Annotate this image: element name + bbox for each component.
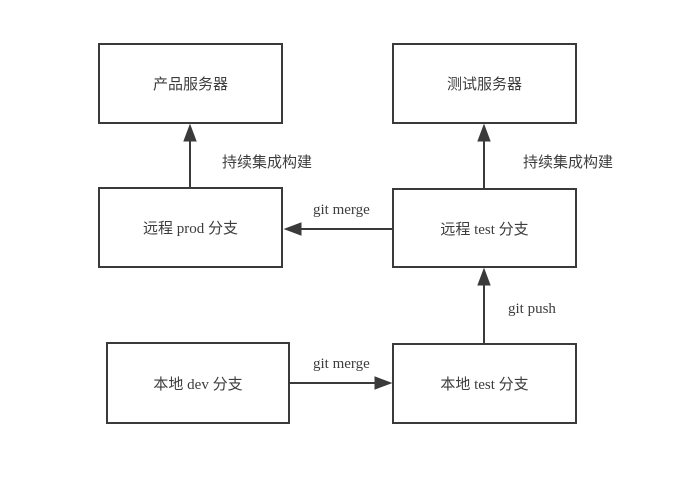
arrow-ci-build-prod <box>183 123 197 188</box>
node-remote-prod-branch: 远程 prod 分支 <box>98 187 283 268</box>
node-label: 本地 test 分支 <box>440 377 529 393</box>
arrowhead-left-icon <box>283 222 302 236</box>
edge-label-ci-build-test: 持续集成构建 <box>523 155 614 172</box>
node-test-server: 测试服务器 <box>392 43 577 124</box>
edge-label-git-merge-local: git merge <box>313 356 370 373</box>
arrowhead-right-icon <box>374 376 393 390</box>
edge-label-git-push: git push <box>508 301 556 318</box>
arrow-git-merge-local <box>290 376 393 390</box>
node-label: 本地 dev 分支 <box>153 376 243 393</box>
arrow-git-merge-remote <box>283 222 392 236</box>
node-label: 产品服务器 <box>152 77 228 93</box>
node-label: 远程 test 分支 <box>440 221 529 238</box>
node-label: 测试服务器 <box>446 77 522 93</box>
edge-label-ci-build-prod: 持续集成构建 <box>222 155 313 172</box>
node-prod-server: 产品服务器 <box>98 43 283 124</box>
node-remote-test-branch: 远程 test 分支 <box>392 188 577 268</box>
arrowhead-up-icon <box>477 123 491 142</box>
arrow-ci-build-test <box>477 123 491 188</box>
arrow-git-push <box>477 267 491 343</box>
node-local-test-branch: 本地 test 分支 <box>392 343 577 424</box>
arrowhead-up-icon <box>183 123 197 142</box>
edge-label-git-merge-remote: git merge <box>313 202 370 219</box>
arrowhead-up-icon <box>477 267 491 286</box>
node-local-dev-branch: 本地 dev 分支 <box>106 342 290 424</box>
node-label: 远程 prod 分支 <box>143 221 238 237</box>
